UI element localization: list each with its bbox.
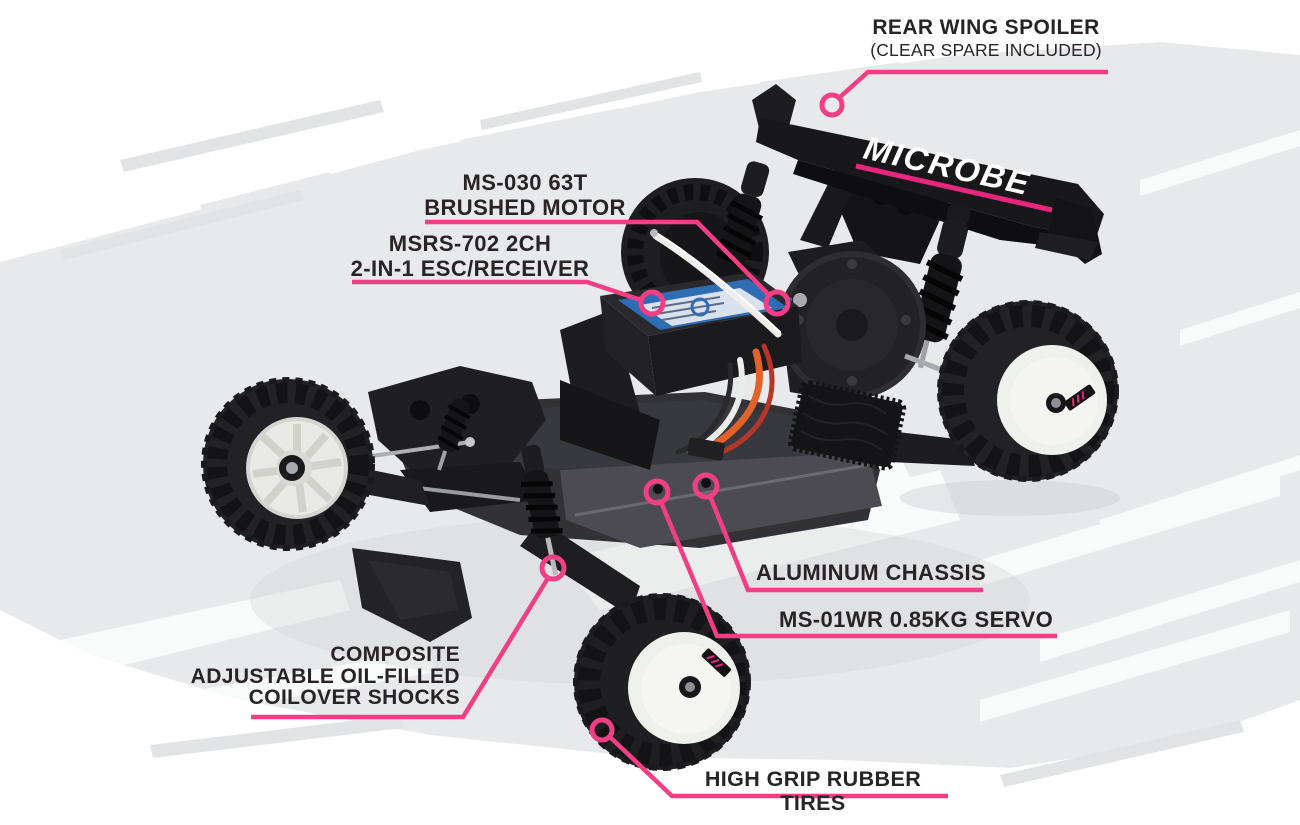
- spring: [520, 481, 563, 534]
- front-left-shock: [437, 398, 471, 471]
- shock-cap: [741, 161, 770, 198]
- callout-line-servo: [658, 501, 1057, 639]
- rim-lip: [246, 417, 348, 519]
- wing-underside: [793, 160, 1096, 250]
- callout-label-coilover-shocks: COMPOSITE ADJUSTABLE OIL-FILLED COILOVER…: [140, 644, 460, 709]
- axle-nut: [1051, 398, 1061, 408]
- label-line: ALUMINUM CHASSIS: [756, 560, 987, 585]
- front-left-wheel: [201, 377, 375, 551]
- callout-label-brushed-motor: MS-030 63T BRUSHED MOTOR: [405, 170, 645, 220]
- rim-spokes: [252, 424, 342, 513]
- car-shadow-rear: [900, 480, 1120, 516]
- callout-lines: [251, 69, 1108, 799]
- callout-label-aluminum-chassis: ALUMINUM CHASSIS: [756, 560, 987, 585]
- shock-cap: [521, 444, 545, 476]
- callout-label-rear-wing-spoiler: REAR WING SPOILER (CLEAR SPARE INCLUDED): [860, 16, 1112, 60]
- spring: [715, 200, 764, 271]
- label-line: COMPOSITE: [330, 643, 460, 666]
- wheel-hub-sticker: [701, 648, 731, 677]
- tower-hole: [410, 400, 430, 420]
- battery-tray-lower: [560, 380, 660, 470]
- chassis-screw: [701, 478, 711, 488]
- callout-line-brushed-motor: [425, 219, 771, 297]
- label-line: HIGH GRIP RUBBER TIRES: [704, 767, 922, 815]
- callout-label-rubber-tires: HIGH GRIP RUBBER TIRES: [676, 767, 950, 815]
- spring: [437, 403, 471, 451]
- silver-screw: [793, 293, 807, 307]
- gearbox: [758, 240, 926, 402]
- chassis-edge-highlight: [574, 463, 869, 517]
- wing-logo-stripe: [855, 163, 1053, 213]
- gearbox-hub: [836, 309, 868, 341]
- label-line: BRUSHED MOTOR: [424, 195, 626, 220]
- rc-car-illustration: MICROBE: [201, 84, 1119, 771]
- label-line: REAR WING SPOILER: [872, 16, 1100, 39]
- velcro-strap: [787, 380, 907, 471]
- esc-left-face: [600, 296, 656, 396]
- antenna: [652, 232, 782, 338]
- tread-outer: [201, 377, 375, 551]
- antenna-highlight: [657, 233, 781, 333]
- callout-marker-coilover-shocks: [539, 554, 567, 582]
- wing-right-flap: [1035, 232, 1098, 260]
- front-bumper-top: [368, 560, 458, 620]
- wire-red: [719, 343, 775, 455]
- antenna-tube: [650, 229, 782, 338]
- shock-shaft: [437, 450, 448, 471]
- chassis-screw: [653, 484, 663, 494]
- label-line: MS-01WR 0.85KG SERVO: [779, 607, 1054, 632]
- callout-marker-esc-receiver: [638, 289, 666, 317]
- sticker-logo-marks: [706, 655, 724, 668]
- wing-plate: [756, 118, 1104, 238]
- label-line: MS-030 63T: [462, 170, 588, 195]
- callout-line-aluminum-chassis: [707, 495, 983, 593]
- callout-label-esc-receiver: MSRS-702 2CH 2-IN-1 ESC/RECEIVER: [340, 231, 600, 281]
- tread: [207, 383, 369, 545]
- callout-line-coilover-shocks: [251, 576, 550, 720]
- tread-outer: [573, 593, 751, 771]
- shock-cap: [937, 218, 969, 259]
- label-line: COILOVER SHOCKS: [248, 686, 460, 709]
- sticker-logo-marks: [1071, 391, 1085, 407]
- callout-marker-rubber-tires: [589, 717, 615, 743]
- esc-front-face: [648, 306, 802, 396]
- label-line: ADJUSTABLE OIL-FILLED: [190, 664, 460, 688]
- tread-outer: [937, 300, 1119, 482]
- callout-line-rubber-tires: [608, 735, 948, 799]
- wheel-hub-sticker: [1064, 384, 1096, 411]
- velcro-texture: [800, 394, 889, 452]
- rear-right-wheel: [937, 300, 1119, 482]
- label-line: 2-IN-1 ESC/RECEIVER: [350, 256, 590, 281]
- tread: [627, 184, 763, 320]
- brush-band-edge-dashes: [70, 62, 901, 276]
- callout-label-servo: MS-01WR 0.85KG SERVO: [779, 607, 1054, 632]
- wire-connector: [687, 437, 725, 461]
- callout-marker-aluminum-chassis: [692, 472, 720, 500]
- front-right-shock: [520, 444, 563, 576]
- callout-line-esc-receiver: [352, 279, 642, 303]
- callout-marker-rear-wing-spoiler: [819, 92, 845, 118]
- axle-nut: [286, 462, 298, 474]
- wire-black: [675, 362, 734, 455]
- label-line: MSRS-702 2CH: [388, 231, 552, 256]
- brush-white-streaks: [60, 130, 1300, 722]
- sticker-strip: [1064, 384, 1096, 411]
- callout-line-rear-wing-spoiler: [838, 69, 1108, 99]
- ball-end: [465, 437, 475, 447]
- esc-sticker-mark: [690, 297, 710, 317]
- sticker-strip: [701, 648, 731, 677]
- front-right-wheel: [573, 593, 751, 771]
- antenna-tip: [650, 229, 658, 237]
- callout-marker-brushed-motor: [763, 289, 791, 317]
- axle-nut: [685, 682, 695, 692]
- spring: [911, 259, 964, 341]
- callout-marker-servo: [643, 478, 671, 506]
- label-line: (CLEAR SPARE INCLUDED): [870, 40, 1102, 61]
